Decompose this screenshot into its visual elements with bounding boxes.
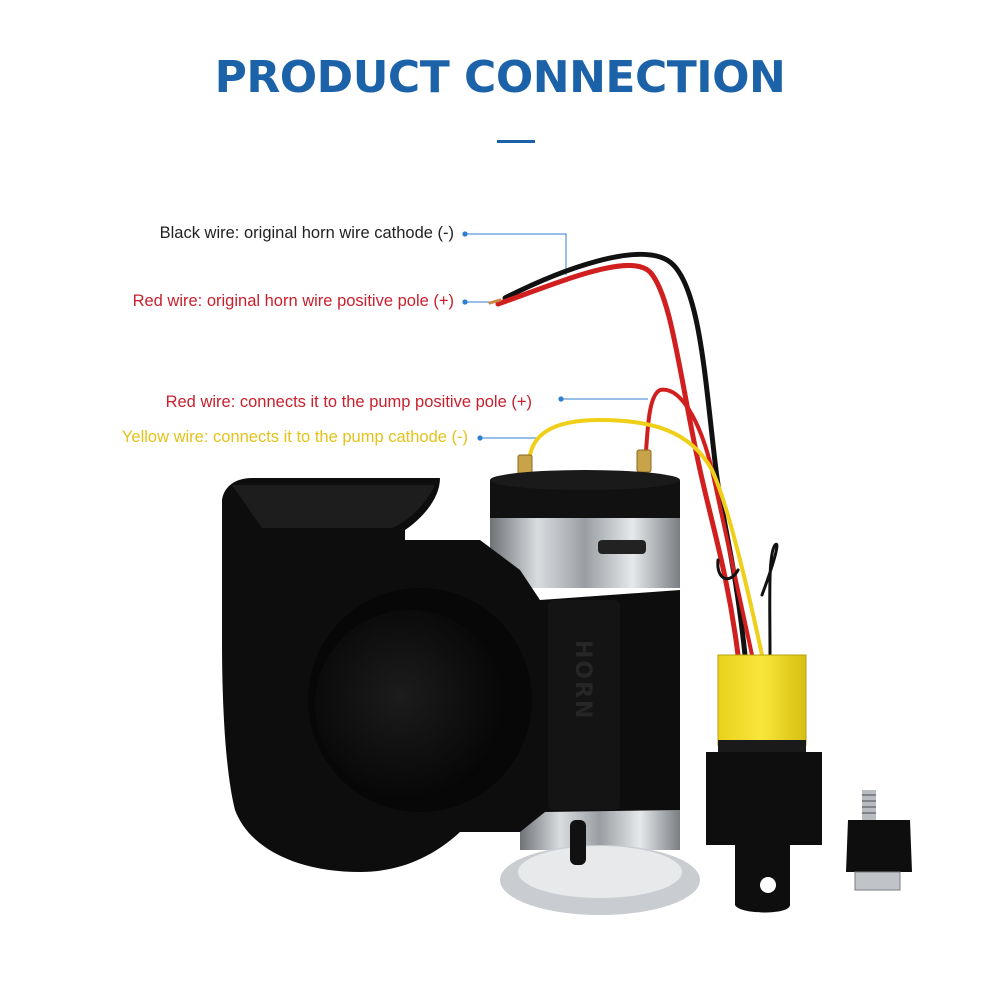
page-title: PRODUCT CONNECTION [214, 52, 786, 103]
relay [706, 654, 822, 913]
callout-pointers [462, 231, 648, 441]
air-pump [490, 470, 700, 915]
yellow-wire-pump [528, 417, 764, 657]
callout-yellow-wire-pump: Yellow wire: connects it to the pump cat… [121, 428, 468, 446]
pointer-red-wire-horn [462, 299, 492, 305]
callout-black-wire: Black wire: original horn wire cathode (… [159, 224, 454, 242]
housing-horn-text: HORN [570, 640, 595, 720]
pointer-black-wire [462, 231, 567, 275]
wire-bundle [488, 251, 779, 658]
callout-red-wire-pump: Red wire: connects it to the pump positi… [165, 393, 532, 411]
pointer-yellow-wire-pump [477, 435, 540, 441]
callout-red-wire-horn: Red wire: original horn wire positive po… [132, 292, 454, 310]
pointer-red-wire-pump [558, 396, 648, 402]
title-underline [497, 140, 535, 143]
bolt [846, 790, 912, 891]
horn-housing: HORN [222, 478, 680, 872]
red-wire-horn [495, 262, 741, 658]
